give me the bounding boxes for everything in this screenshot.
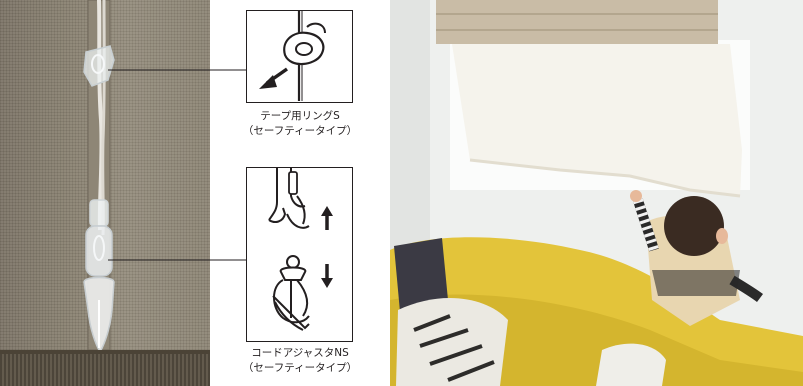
adjuster-type-label: （セーフティータイプ） — [242, 362, 358, 374]
roman-shade — [436, 0, 742, 198]
cord-adjuster-diagram-icon — [268, 168, 333, 331]
white-cushion — [596, 343, 666, 386]
ring-type-label: （セーフティータイプ） — [242, 125, 358, 137]
zebra-cushion — [396, 297, 508, 386]
pull-cord — [97, 0, 104, 231]
cord-hardware-photo — [83, 0, 115, 354]
tape-ring-s-photo — [83, 45, 115, 87]
room-scene-photo — [390, 0, 803, 386]
adjuster-lower — [272, 255, 310, 331]
fabric-hem — [0, 354, 210, 386]
ring-name-label: テープ用リングS — [260, 110, 340, 122]
arrow-down-left-icon — [259, 67, 289, 89]
arrow-up-icon — [321, 206, 333, 230]
hook-upper — [268, 168, 310, 229]
tape-ring-diagram — [246, 10, 353, 103]
adjuster-name-label: コードアジャスタNS — [251, 347, 349, 359]
fabric-closeup-photo — [0, 0, 210, 386]
cord-adjuster-ns-photo — [83, 199, 115, 354]
dark-cushion — [394, 238, 448, 312]
tape-ring-diagram-icon — [259, 11, 326, 101]
arrow-down-icon — [321, 264, 333, 288]
cord-adjuster-diagram — [246, 167, 353, 342]
child — [630, 190, 763, 326]
child-at-window-photo — [390, 0, 803, 386]
hem-seam — [0, 350, 210, 354]
